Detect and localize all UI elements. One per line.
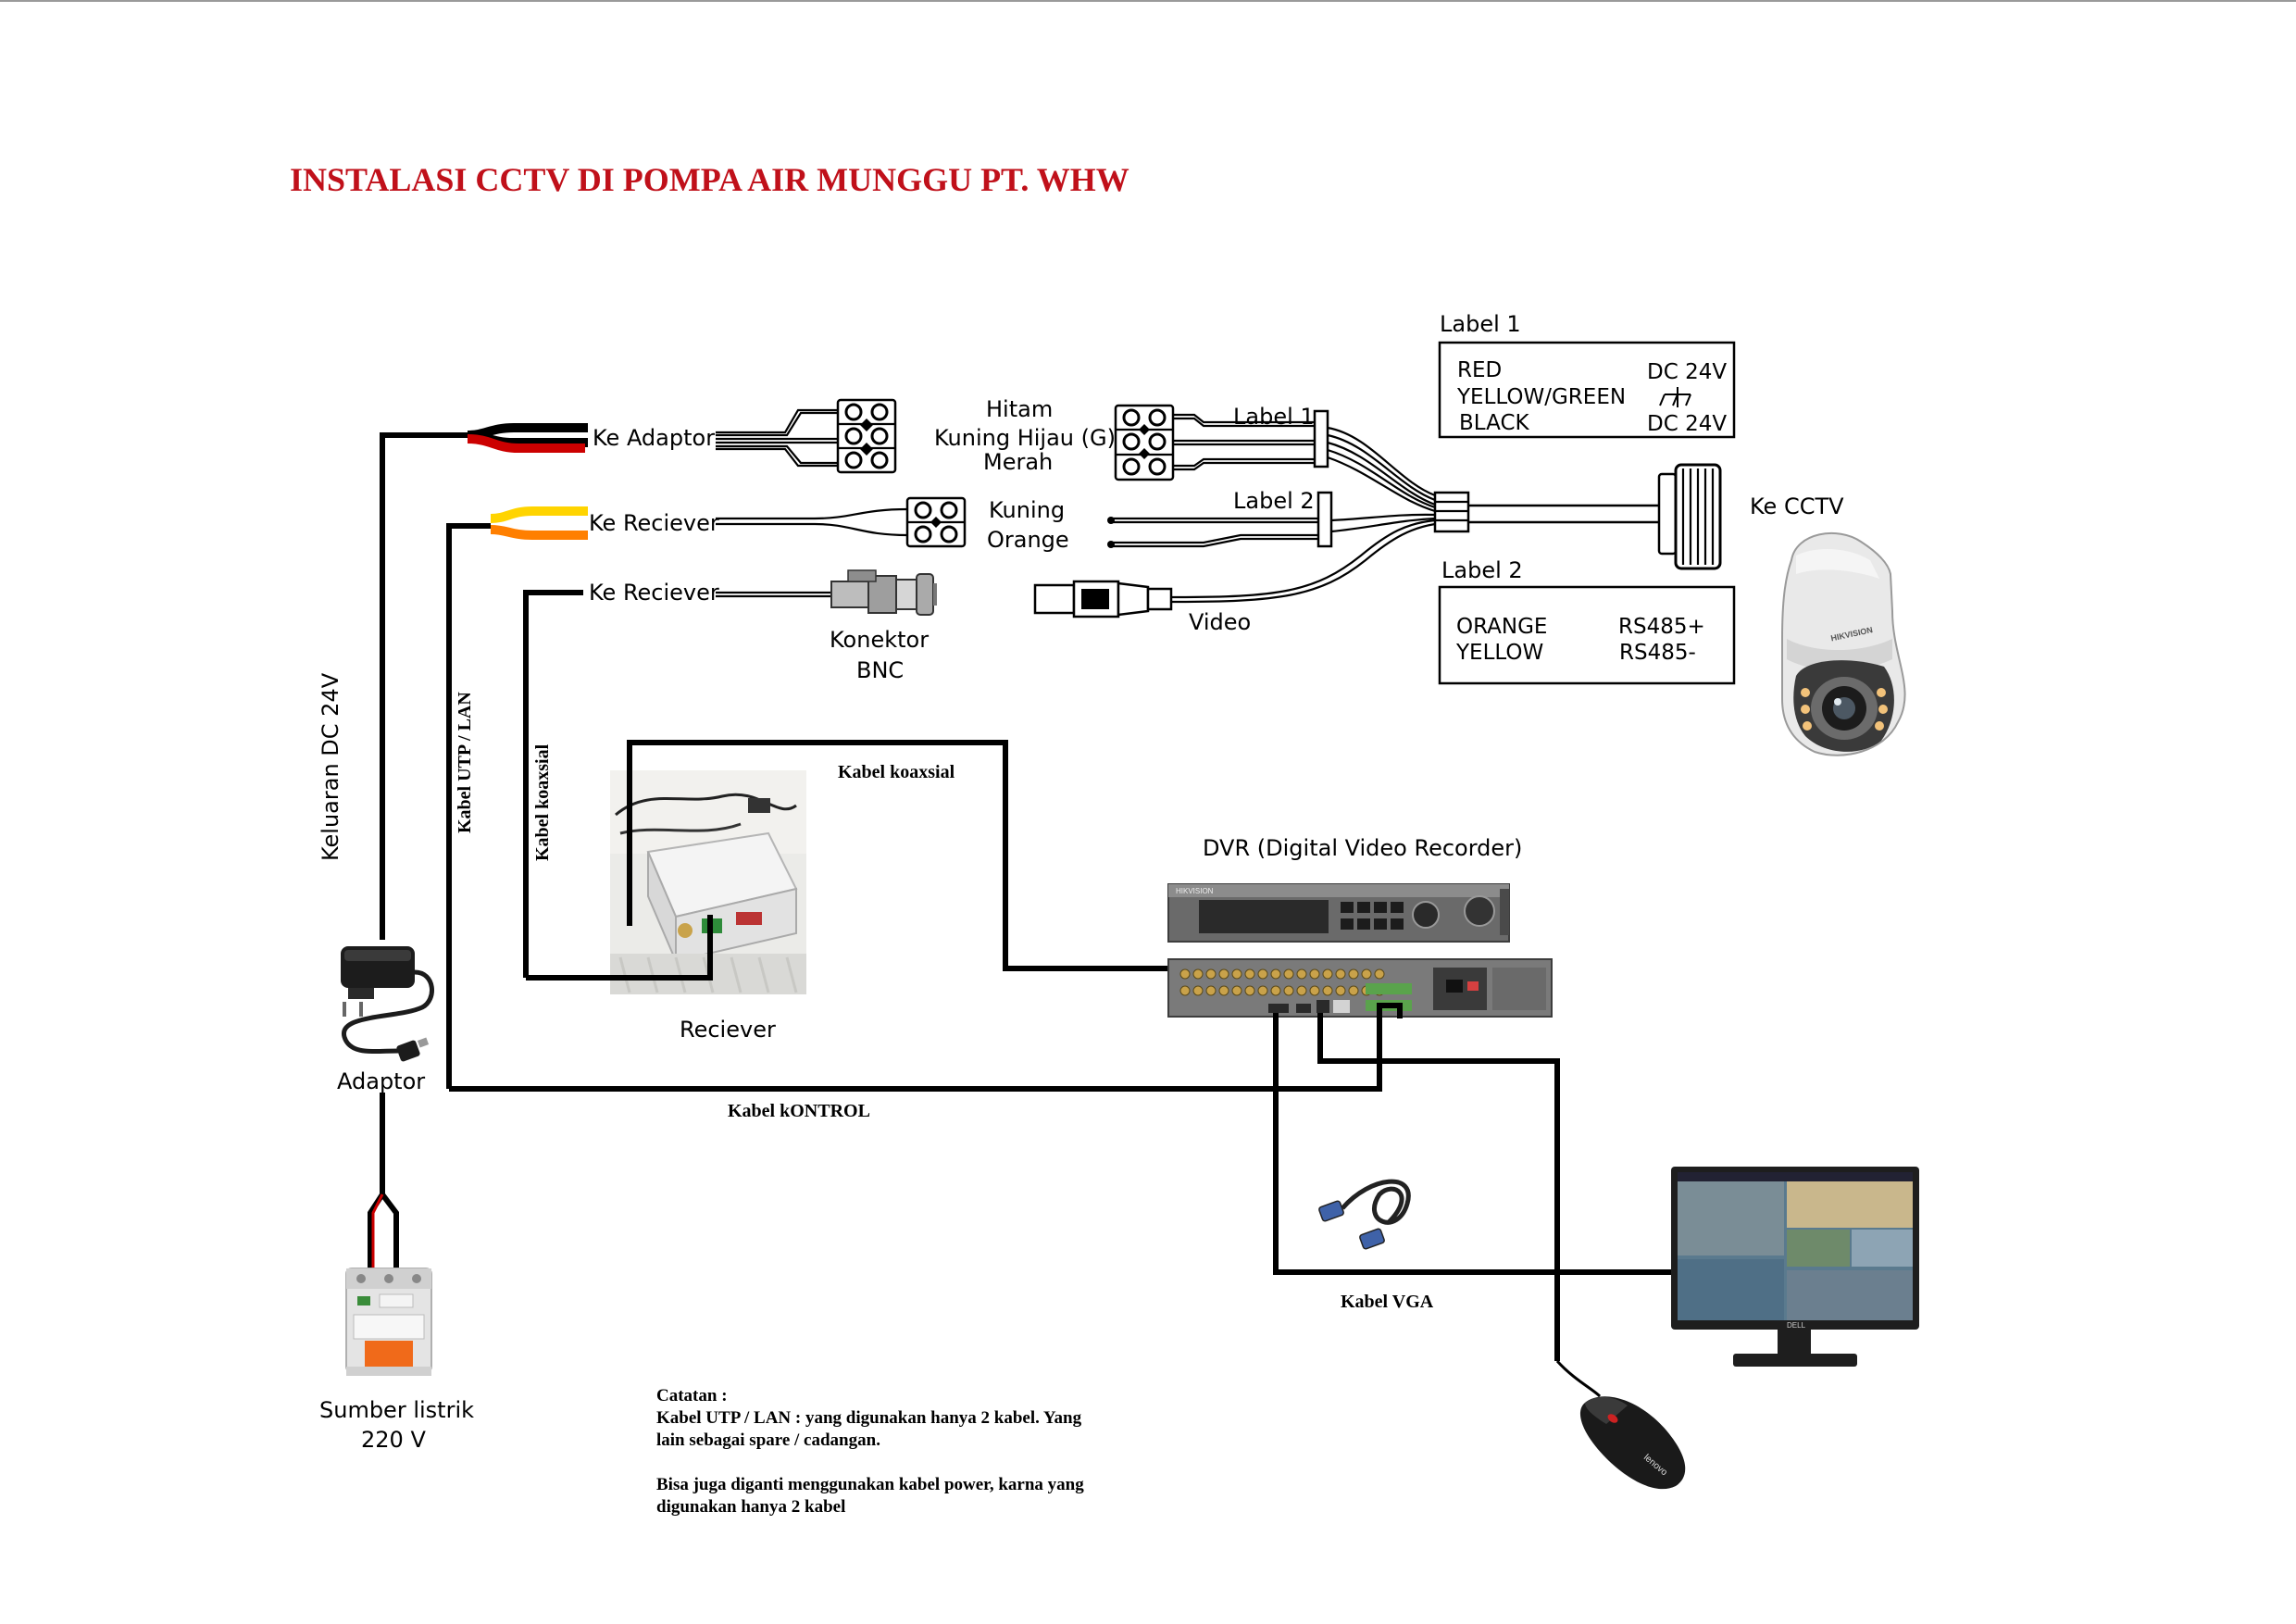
reciever-label: Reciever — [680, 1017, 776, 1043]
koaxsial-wire-left — [523, 590, 583, 978]
sumber-listrik-voltage: 220 V — [361, 1427, 426, 1453]
dvr-device: HIKVISION — [1167, 883, 1553, 1018]
camera-cable-bundle — [1170, 426, 1659, 604]
red-wire — [467, 434, 585, 453]
top-divider — [0, 0, 2296, 2]
adaptor-to-breaker-wire — [368, 1093, 399, 1270]
kuning-hijau-label: Kuning Hijau (G) — [934, 425, 1116, 451]
label1-heading: Label 1 — [1440, 311, 1521, 337]
utp-control-wire — [446, 506, 588, 1089]
camera-round-connector — [1657, 463, 1722, 570]
notes-heading: Catatan : — [656, 1386, 728, 1405]
mouse-wire — [1317, 1013, 1560, 1361]
ke-adaptor-label: Ke Adaptor — [593, 425, 715, 451]
page-title: INSTALASI CCTV DI POMPA AIR MUNGGU PT. W… — [290, 161, 1129, 198]
label1-tag-text: Label 1 — [1233, 404, 1315, 430]
mouse-icon: lenovo — [1555, 1359, 1686, 1490]
kabel-utp-label: Kabel UTP / LAN — [455, 692, 475, 833]
kabel-vga-label: Kabel VGA — [1341, 1292, 1434, 1312]
label1-red-value: DC 24V — [1647, 360, 1727, 384]
label1-red: RED — [1457, 358, 1502, 382]
kabel-koaxsial-label: Kabel koaxsial — [838, 762, 955, 782]
control-terminal-block-left — [716, 496, 967, 548]
label1-black: BLACK — [1459, 411, 1530, 435]
dvr-label: DVR (Digital Video Recorder) — [1203, 835, 1522, 861]
adaptor-label: Adaptor — [337, 1068, 425, 1094]
dvr-brand: HIKVISION — [1176, 887, 1214, 895]
label2-yellow-value: RS485- — [1619, 641, 1696, 665]
notes-line2: lain sebagai spare / cadangan. — [656, 1430, 880, 1450]
adaptor-output-wire — [380, 423, 588, 940]
video-connector — [1033, 580, 1173, 618]
notes-line4: digunakan hanya 2 kabel — [656, 1497, 845, 1517]
yellow-wire — [490, 506, 588, 523]
camera-control-wires — [1107, 491, 1333, 548]
vga-cable-icon — [1318, 1179, 1411, 1250]
label2-orange-value: RS485+ — [1618, 615, 1705, 639]
label1-black-value: DC 24V — [1647, 412, 1727, 436]
kabel-kontrol-wire — [449, 1003, 1403, 1092]
bnc-label: BNC — [856, 657, 904, 683]
label2-box — [1438, 585, 1736, 685]
bnc-connector — [716, 569, 937, 616]
adaptor-icon — [341, 946, 434, 1062]
merah-label: Merah — [983, 449, 1053, 475]
orange-wire — [490, 525, 588, 540]
label1-yellow-green: YELLOW/GREEN — [1456, 385, 1626, 409]
ke-reciever-label-2: Ke Reciever — [589, 580, 719, 606]
notes-line1: Kabel UTP / LAN : yang digunakan hanya 2… — [656, 1408, 1082, 1428]
kabel-koaxsial-vertical-label: Kabel koaxsial — [532, 743, 553, 861]
monitor-icon: DELL — [1671, 1167, 1919, 1367]
label2-orange: ORANGE — [1456, 615, 1547, 639]
notes: Catatan : Kabel UTP / LAN : yang digunak… — [656, 1386, 1084, 1517]
label2-tag-text: Label 2 — [1233, 488, 1315, 514]
ke-cctv-label: Ke CCTV — [1750, 493, 1844, 519]
orange-label: Orange — [987, 527, 1069, 553]
label1-box — [1438, 341, 1736, 439]
ptz-camera-icon: HIKVISION — [1781, 531, 1906, 756]
label2-yellow: YELLOW — [1455, 641, 1543, 665]
ke-reciever-label-1: Ke Reciever — [589, 510, 719, 536]
notes-line3: Bisa juga diganti menggunakan kabel powe… — [656, 1475, 1084, 1494]
kabel-kontrol-label: Kabel kONTROL — [728, 1101, 870, 1121]
video-label: Video — [1189, 609, 1251, 635]
kabel-koaxsial-wire — [627, 740, 1171, 971]
kuning-label: Kuning — [989, 497, 1065, 523]
koaxsial-to-reciever-wire — [526, 915, 713, 981]
keluaran-dc-label: Keluaran DC 24V — [318, 672, 343, 861]
hitam-label: Hitam — [986, 396, 1053, 422]
label2-heading: Label 2 — [1441, 557, 1523, 583]
sumber-listrik-label: Sumber listrik — [319, 1397, 474, 1423]
konektor-label: Konektor — [830, 627, 929, 653]
ground-icon — [1659, 387, 1691, 407]
monitor-brand: DELL — [1787, 1321, 1806, 1330]
power-terminal-block-right — [1114, 404, 1329, 481]
power-terminal-block-left — [716, 398, 897, 474]
vga-wire — [1273, 1013, 1676, 1275]
circuit-breaker-icon — [345, 1268, 432, 1376]
